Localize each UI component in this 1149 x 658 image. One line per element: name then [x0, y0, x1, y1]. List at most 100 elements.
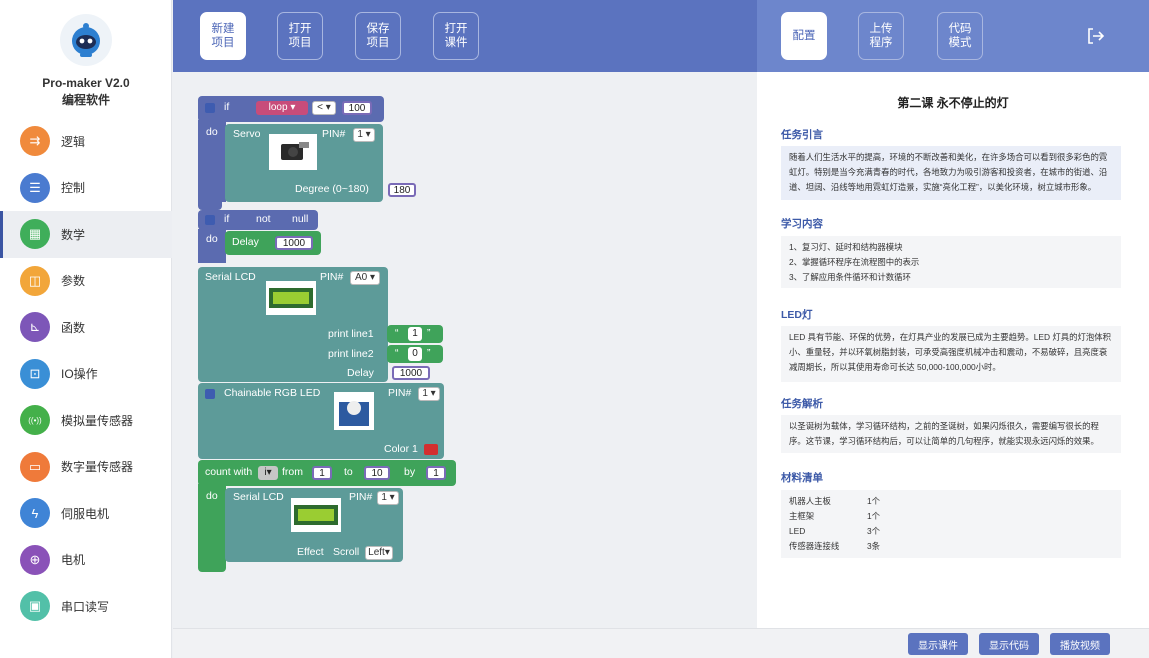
- upload-program-button[interactable]: 上传程序: [858, 12, 904, 60]
- count-loop-block[interactable]: count with i▾ from 1 to 10 by 1: [198, 460, 456, 486]
- logic-icon: ⇉: [20, 126, 50, 157]
- delay-label: Delay: [232, 236, 259, 248]
- sidebar-item-label: 参数: [61, 274, 86, 289]
- gear-icon[interactable]: [205, 215, 215, 225]
- loop-var-dropdown[interactable]: i▾: [258, 466, 278, 480]
- pin-dropdown[interactable]: 1 ▾: [418, 387, 440, 401]
- line2-value[interactable]: 0: [408, 347, 422, 361]
- list-item: 1、复习灯、延时和结构器模块: [789, 242, 903, 252]
- gear-icon[interactable]: [205, 389, 215, 399]
- bottom-bar: 显示课件 显示代码 播放视频: [173, 628, 1149, 658]
- sidebar-item[interactable]: ⇉逻辑: [0, 118, 172, 165]
- code-mode-button[interactable]: 代码模式: [937, 12, 983, 60]
- color-label: Color 1: [384, 443, 418, 455]
- servo-image: [269, 134, 317, 170]
- pin-dropdown[interactable]: A0 ▾: [350, 271, 380, 285]
- null-keyword: null: [292, 213, 309, 225]
- variable-field[interactable]: loop ▾: [256, 101, 308, 115]
- serial-icon: ▣: [20, 591, 50, 622]
- line1-value[interactable]: 1: [408, 327, 422, 341]
- lcd-image: [291, 498, 341, 532]
- pin-dropdown[interactable]: 1 ▾: [353, 128, 375, 142]
- section-title: 材料清单: [781, 472, 823, 484]
- if-do-arm: do: [198, 120, 226, 202]
- pin-label: PIN#: [349, 491, 373, 503]
- to-value[interactable]: 10: [364, 466, 390, 480]
- sidebar-item-label: 函数: [61, 320, 86, 335]
- effect-label: Effect: [297, 546, 324, 558]
- section-text: 以圣诞树为载体，学习循环结构，之前的圣诞树，如果闪烁很久，需要编写很长的程序。这…: [781, 415, 1121, 453]
- if-block[interactable]: if loop ▾ < ▾ 100: [198, 96, 384, 122]
- show-courseware-button[interactable]: 显示课件: [908, 633, 968, 655]
- rgb-led-block[interactable]: Chainable RGB LED PIN# 1 ▾ Color 1: [198, 383, 444, 459]
- delay-value[interactable]: 1000: [275, 236, 313, 250]
- sidebar-item[interactable]: ☰控制: [0, 165, 172, 212]
- by-value[interactable]: 1: [426, 466, 446, 480]
- sidebar-item[interactable]: ⊕电机: [0, 537, 172, 584]
- play-video-button[interactable]: 播放视频: [1050, 633, 1110, 655]
- do-keyword: do: [206, 233, 218, 245]
- sidebar-item-label: 控制: [61, 181, 86, 196]
- delay-block[interactable]: Delay 1000: [225, 231, 321, 255]
- servo-label: Servo: [233, 128, 261, 140]
- lcd-label: Serial LCD: [233, 491, 284, 503]
- gear-icon[interactable]: [205, 103, 215, 113]
- new-project-button[interactable]: 新建项目: [200, 12, 246, 60]
- text-block-line2[interactable]: “ 0 ”: [387, 345, 443, 363]
- right-toolbar: 配置 上传程序 代码模式: [757, 0, 1149, 72]
- section-list: 1、复习灯、延时和结构器模块 2、掌握循环程序在流程图中的表示 3、了解应用条件…: [781, 236, 1121, 288]
- sidebar-item-label: 串口读写: [61, 599, 110, 614]
- toolbar: 新建项目 打开项目 保存项目 打开课件: [173, 0, 757, 72]
- open-project-button[interactable]: 打开项目: [277, 12, 323, 60]
- section-title: LED灯: [781, 309, 813, 321]
- sidebar-item-label: 模拟量传感器: [61, 413, 134, 428]
- scroll-dropdown[interactable]: Left▾: [365, 546, 393, 560]
- line1-label: print line1: [328, 328, 374, 340]
- if-not-block[interactable]: if not null: [198, 210, 318, 230]
- not-keyword: not: [256, 213, 271, 225]
- sidebar-item[interactable]: ◫ 参数: [0, 258, 172, 305]
- lcd-delay-value[interactable]: 1000: [392, 366, 430, 380]
- degree-value[interactable]: 180: [388, 183, 416, 197]
- sidebar-item[interactable]: ⊾ 函数: [0, 304, 172, 351]
- if2-do-arm: do: [198, 229, 226, 263]
- logout-icon[interactable]: [1085, 26, 1105, 46]
- operator-dropdown[interactable]: < ▾: [312, 101, 336, 115]
- block-workspace[interactable]: if loop ▾ < ▾ 100 do Servo PIN# 1 ▾ Degr…: [173, 72, 757, 628]
- sidebar-item[interactable]: ▦数学: [0, 211, 172, 258]
- loop-do-arm: do: [198, 484, 226, 572]
- function-icon: ⊾: [20, 312, 50, 343]
- compare-value[interactable]: 100: [342, 101, 372, 115]
- serial-lcd-block-2[interactable]: Serial LCD PIN# 1 ▾ Effect Scroll Left▾: [225, 488, 403, 562]
- do-keyword: do: [206, 126, 218, 138]
- config-button[interactable]: 配置: [781, 12, 827, 60]
- sidebar-item-label: 数字量传感器: [61, 460, 134, 475]
- lesson-title: 第二课 永不停止的灯: [897, 96, 1009, 110]
- sidebar-item[interactable]: ⊡IO操作: [0, 351, 172, 398]
- from-value[interactable]: 1: [312, 466, 332, 480]
- if-foot: [198, 200, 222, 210]
- text-block-line1[interactable]: “ 1 ”: [387, 325, 443, 343]
- color-swatch[interactable]: [424, 444, 438, 455]
- save-project-button[interactable]: 保存项目: [355, 12, 401, 60]
- rgb-label: Chainable RGB LED: [224, 387, 321, 399]
- sidebar-item[interactable]: ▭ 数字量传感器: [0, 444, 172, 491]
- pin-label: PIN#: [322, 128, 346, 140]
- sidebar-item[interactable]: ▣ 串口读写: [0, 583, 172, 630]
- digital-sensor-icon: ▭: [20, 451, 50, 482]
- open-courseware-button[interactable]: 打开课件: [433, 12, 479, 60]
- section-title: 学习内容: [781, 218, 823, 230]
- motor-icon: ⊕: [20, 544, 50, 575]
- show-code-button[interactable]: 显示代码: [979, 633, 1039, 655]
- servo-block[interactable]: Servo PIN# 1 ▾ Degree (0~180): [225, 124, 383, 202]
- pin-dropdown[interactable]: 1 ▾: [377, 491, 399, 505]
- variable-icon: ◫: [20, 265, 50, 296]
- app-name: Pro-maker V2.0: [42, 76, 130, 90]
- sidebar-item[interactable]: ((•))模拟量传感器: [0, 397, 172, 444]
- serial-lcd-block[interactable]: Serial LCD PIN# A0 ▾ print line1 print l…: [198, 267, 388, 382]
